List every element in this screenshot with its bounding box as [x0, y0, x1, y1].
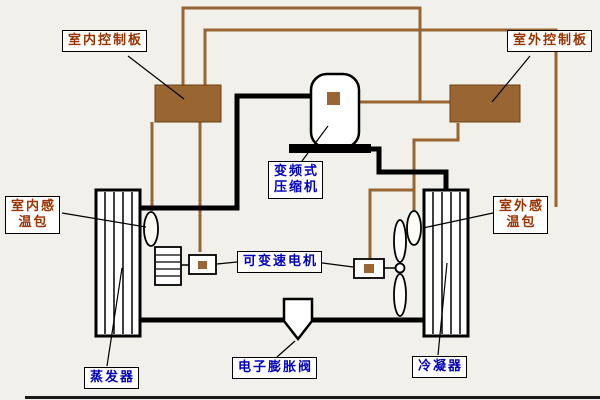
indoor-sensor-label-line1: 室内感 — [11, 199, 57, 214]
inverter-compressor-label-line2: 压缩机 — [274, 180, 320, 195]
inverter-compressor-label: 变频式 压缩机 — [268, 161, 324, 199]
pointer-motor-left — [216, 261, 238, 265]
condenser-coil — [422, 188, 470, 338]
outdoor-fan-motor — [353, 219, 407, 317]
outdoor-temp-sensor-bulb — [406, 210, 422, 246]
inverter-compressor — [289, 72, 371, 153]
wire-indoor-board-right-loop — [203, 28, 558, 207]
evaporator-coil — [94, 188, 142, 338]
pipe-discharge-line — [371, 146, 449, 191]
indoor-temp-sensor-bulb — [143, 211, 159, 247]
indoor-control-board — [154, 84, 222, 123]
compressor-base — [289, 144, 371, 153]
variable-speed-motor-label: 可变速电机 — [237, 251, 323, 273]
evaporator-label: 蒸发器 — [84, 367, 140, 389]
indoor-fan-motor — [154, 246, 217, 286]
compressor-terminal — [327, 92, 340, 105]
pointer-evaporator — [106, 267, 123, 367]
pipe-suction-line — [140, 93, 312, 211]
compressor-shell — [309, 72, 361, 150]
fan-blade-bottom — [393, 273, 407, 317]
evaporator-fins — [104, 192, 133, 334]
evaporator-body — [94, 188, 142, 338]
condenser-body — [422, 188, 470, 338]
outdoor-sensor-label-line1: 室外感 — [499, 199, 545, 214]
fan-hub — [394, 262, 406, 274]
indoor-fan-body — [154, 246, 182, 286]
condenser-label: 冷凝器 — [412, 356, 468, 378]
pointer-outdoor-board — [491, 55, 531, 103]
outdoor-sensor-label: 室外感 温包 — [493, 196, 549, 234]
indoor-control-board-label: 室内控制板 — [62, 30, 148, 52]
pointer-condenser — [437, 262, 448, 356]
pointer-indoor-sensor — [61, 212, 147, 228]
outdoor-control-board — [449, 84, 521, 123]
outdoor-sensor-label-line2: 温包 — [506, 215, 537, 230]
outdoor-control-board-label: 室外控制板 — [507, 30, 593, 52]
indoor-motor-terminal — [198, 261, 207, 269]
expansion-valve — [282, 297, 314, 342]
image-border-bottom — [25, 396, 600, 399]
wire-indoor-board-top-loop — [181, 6, 422, 101]
indoor-sensor-label: 室内感 温包 — [5, 196, 61, 234]
wire-to-fan-motor — [368, 188, 414, 258]
fan-blade-top — [393, 219, 407, 263]
pointer-valve — [276, 340, 296, 358]
outdoor-motor-terminal — [364, 264, 374, 273]
pointer-indoor-board — [127, 55, 185, 100]
indoor-fan-fins — [156, 254, 180, 277]
wire-outdoor-sensor-to-board — [412, 123, 460, 211]
inverter-compressor-label-line1: 变频式 — [274, 164, 320, 179]
pointer-compressor — [301, 125, 329, 162]
pointer-outdoor-sensor — [422, 212, 494, 229]
expansion-valve-label: 电子膨胀阀 — [232, 357, 318, 379]
condenser-fins — [432, 192, 461, 334]
indoor-sensor-label-line2: 温包 — [18, 215, 49, 230]
